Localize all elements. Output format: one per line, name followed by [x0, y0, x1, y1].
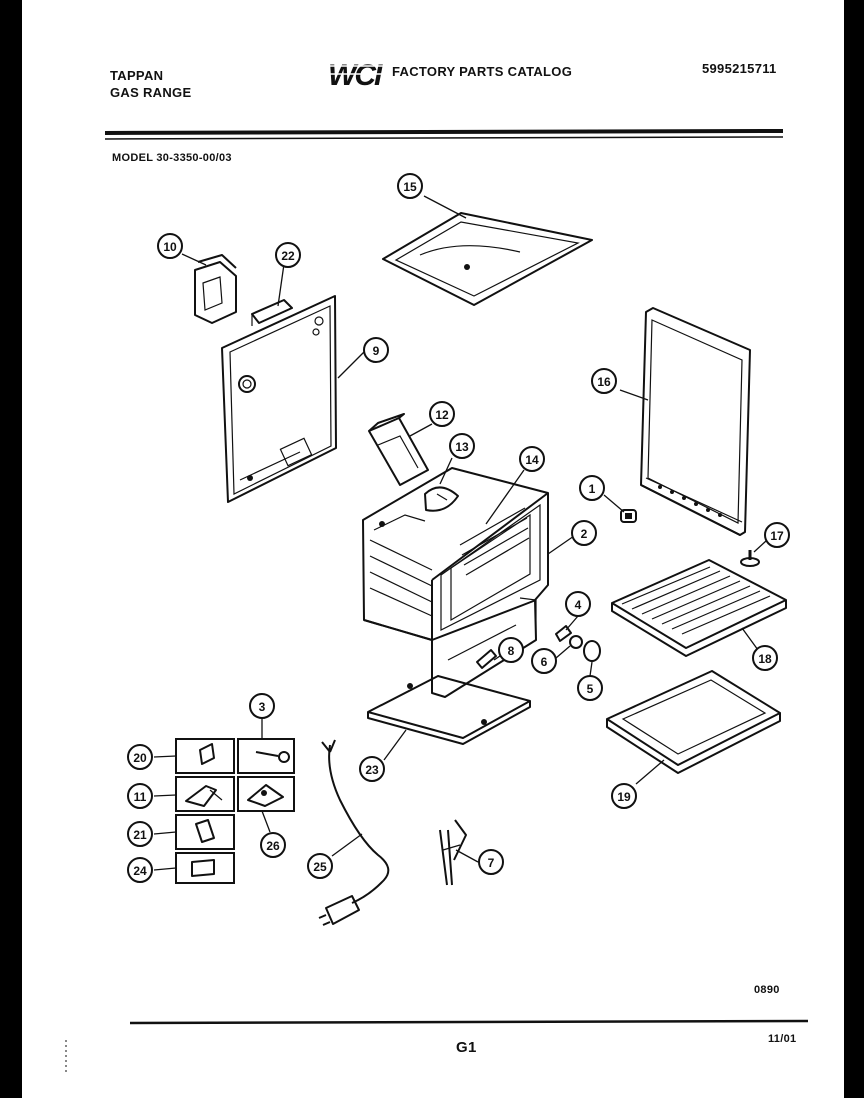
callout-20: 20	[127, 744, 153, 770]
part-5-knob	[583, 640, 601, 662]
callout-label: 19	[617, 790, 631, 804]
callout-label: 11	[134, 790, 147, 804]
callout-9: 9	[363, 337, 389, 363]
hardware-box-3	[237, 738, 295, 774]
footer-rule	[129, 1019, 809, 1025]
callout-label: 2	[581, 527, 588, 541]
callout-label: 14	[525, 453, 539, 467]
callout-11: 11	[127, 783, 153, 809]
wci-logo: WCI	[324, 59, 386, 92]
callout-3: 3	[249, 693, 275, 719]
callout-4: 4	[565, 591, 591, 617]
part-17-leveling-leg	[740, 550, 760, 567]
part-13-orifice	[424, 486, 459, 512]
callout-18: 18	[752, 645, 778, 671]
page-number: G1	[456, 1039, 477, 1056]
hardware-box-20	[175, 738, 235, 774]
part-15-cooktop-main-top	[382, 212, 593, 306]
callout-label: 24	[133, 864, 147, 878]
part-16-back-guard	[640, 307, 751, 536]
callout-label: 20	[133, 751, 147, 765]
header-rule-thin	[104, 136, 784, 140]
parts-catalog-sheet	[22, 0, 844, 1098]
part-10-bracket	[194, 254, 237, 324]
callout-8: 8	[498, 637, 524, 663]
callout-label: 7	[488, 856, 495, 870]
part-18-oven-rack	[611, 559, 787, 657]
callout-2: 2	[571, 520, 597, 546]
callout-14: 14	[519, 446, 545, 472]
callout-label: 16	[597, 375, 611, 389]
part-22-spacer	[251, 299, 293, 326]
part-7-igniter	[439, 819, 467, 886]
callout-26: 26	[260, 832, 286, 858]
part-1-cap	[620, 509, 637, 523]
hardware-box-24	[175, 852, 235, 884]
callout-label: 22	[281, 249, 295, 263]
callout-label: 18	[758, 652, 772, 666]
brand-label: TAPPAN	[110, 68, 164, 83]
callout-label: 3	[259, 700, 266, 714]
callout-17: 17	[764, 522, 790, 548]
callout-12: 12	[429, 401, 455, 427]
leader-lines	[153, 195, 767, 871]
hardware-box-11	[175, 776, 235, 812]
callout-label: 9	[373, 344, 380, 358]
callout-label: 5	[587, 682, 594, 696]
callout-24: 24	[127, 857, 153, 883]
part-2-oven-body	[362, 467, 549, 698]
callout-16: 16	[591, 368, 617, 394]
callout-label: 12	[435, 408, 449, 422]
callout-label: 25	[313, 860, 327, 874]
part-9-back-panel	[221, 295, 337, 503]
callout-10: 10	[157, 233, 183, 259]
callout-label: 8	[508, 644, 515, 658]
hardware-box-26	[237, 776, 295, 812]
part-6-fitting	[569, 635, 583, 649]
footer-code: 0890	[754, 984, 780, 996]
callout-23: 23	[359, 756, 385, 782]
callout-6: 6	[531, 648, 557, 674]
callout-label: 21	[133, 828, 147, 842]
model-label: MODEL 30-3350-00/03	[112, 152, 232, 164]
product-label: GAS RANGE	[110, 85, 192, 100]
callout-label: 23	[365, 763, 379, 777]
part-19-broiler-pan	[606, 670, 781, 774]
callout-15: 15	[397, 173, 423, 199]
part-25-power-cord	[318, 739, 390, 926]
hardware-box-21	[175, 814, 235, 850]
callout-22: 22	[275, 242, 301, 268]
callout-label: 13	[455, 440, 469, 454]
part-12-burner-box	[368, 413, 429, 486]
callout-label: 10	[163, 240, 177, 254]
part-8-pin	[476, 649, 497, 669]
callout-13: 13	[449, 433, 475, 459]
callout-5: 5	[577, 675, 603, 701]
footer-date: 11/01	[768, 1033, 797, 1045]
catalog-number: 5995215711	[702, 61, 777, 76]
part-4-clip	[555, 625, 572, 642]
callout-label: 15	[403, 180, 417, 194]
callout-21: 21	[127, 821, 153, 847]
callout-label: 1	[589, 482, 596, 496]
callout-25: 25	[307, 853, 333, 879]
callout-label: 26	[266, 839, 280, 853]
svg-text:WCI: WCI	[328, 59, 383, 92]
callout-1: 1	[579, 475, 605, 501]
header-rule	[104, 129, 784, 135]
callout-label: 6	[541, 655, 548, 669]
callout-label: 4	[575, 598, 582, 612]
callout-19: 19	[611, 783, 637, 809]
callout-label: 17	[770, 529, 784, 543]
callout-7: 7	[478, 849, 504, 875]
part-23-oven-bottom	[367, 675, 531, 745]
catalog-title: FACTORY PARTS CATALOG	[392, 64, 573, 79]
